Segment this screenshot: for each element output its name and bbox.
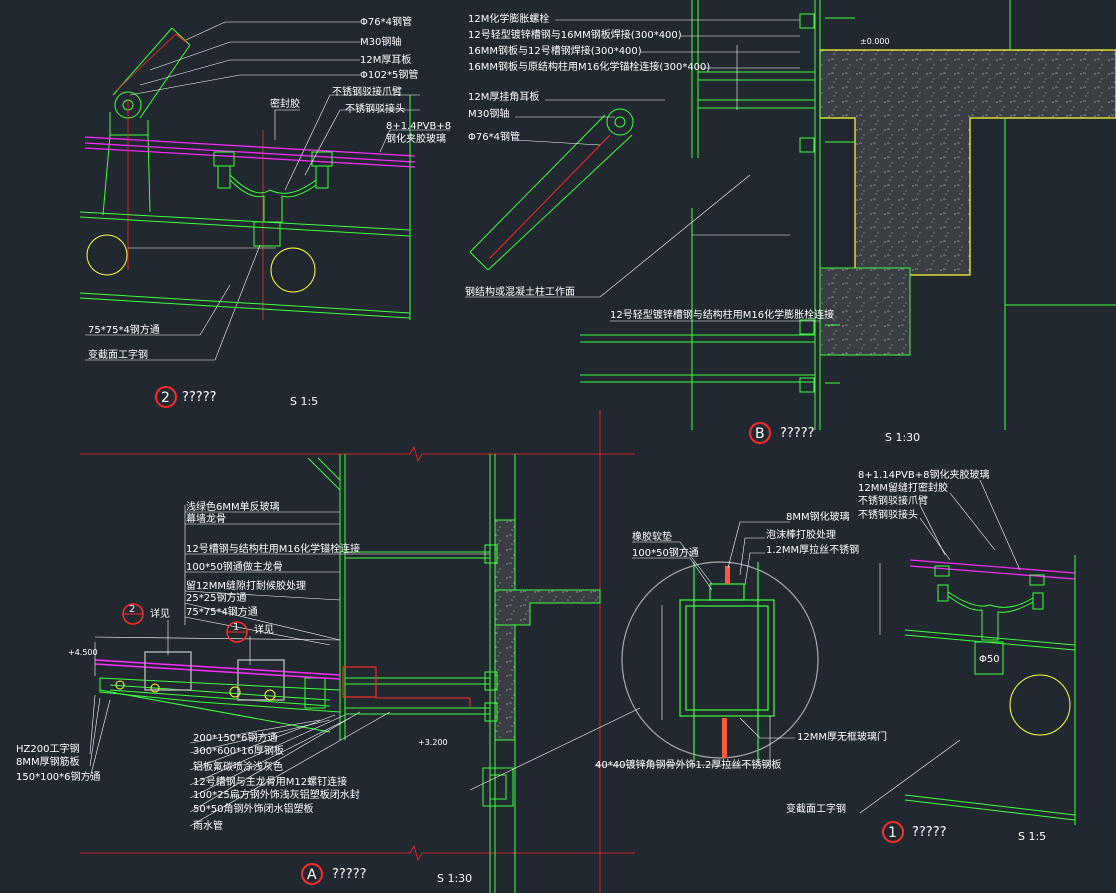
da-callout-2-note: 详见	[150, 607, 170, 620]
da-level-bottom: +3.200	[418, 738, 448, 747]
db-label-2: 16MM钢板与12号槽钢焊接(300*400)	[468, 44, 642, 57]
da-label-14: 100*25扁方钢外饰浅灰铝塑板闭水封	[193, 788, 360, 801]
dc-label-1: 100*50钢方通	[632, 546, 699, 559]
d2-scale: S 1:5	[290, 395, 318, 408]
d2-label-9: 75*75*4钢方通	[88, 323, 160, 336]
d1-bolt: Φ50	[979, 654, 1000, 665]
da-callout-1: 1	[233, 622, 239, 633]
d2-label-10: 变截面工字钢	[88, 348, 148, 361]
d1-label-0: 8+1.14PVB+8钢化夹胶玻璃	[858, 468, 989, 481]
da-label-9: 150*100*6钢方通	[16, 770, 101, 783]
d1-marker: 1	[888, 825, 897, 841]
db-label-5: M30钢轴	[468, 107, 509, 120]
db-label-0: 12M化学膨胀螺栓	[468, 12, 549, 25]
da-label-0: 浅绿色6MM单反玻璃	[186, 500, 280, 513]
d2-label-3: Φ102*5钢管	[360, 68, 418, 81]
detail-2: Φ76*4钢管 M30钢轴 12M厚耳板 Φ102*5钢管 密封胶 不锈钢驳接爪…	[79, 15, 451, 408]
db-label-3: 16MM钢板与原结构柱用M16化学锚栓连接(300*400)	[468, 60, 710, 73]
da-callout-2: 2	[129, 604, 135, 615]
detail-a: 浅绿色6MM单反玻璃 幕墙龙骨 12号槽钢与结构柱用M16化学锚栓连接 100*…	[16, 410, 663, 893]
d1-label-2: 不锈钢驳接爪臂	[858, 494, 928, 507]
dc-label-6: 40*40镀锌角钢骨外饰1.2厚拉丝不锈钢板	[595, 758, 781, 771]
da-scale: S 1:30	[437, 872, 472, 885]
da-label-1: 幕墙龙骨	[186, 512, 226, 525]
d2-title: ?????	[182, 390, 217, 405]
d2-label-1: M30钢轴	[360, 35, 401, 48]
d2-label-2: 12M厚耳板	[360, 53, 411, 66]
da-level-left: +4.500	[68, 648, 98, 657]
detail-b: 12M化学膨胀螺栓 12号轻型镀锌槽钢与16MM钢板焊接(300*400) 16…	[465, 0, 1116, 444]
d1-label-3: 不锈钢驳接头	[858, 508, 918, 521]
da-label-16: 雨水管	[193, 819, 223, 832]
d2-label-0: Φ76*4钢管	[360, 15, 412, 28]
d1-label-4: 变截面工字钢	[786, 802, 846, 815]
da-label-13: 12号槽钢与主龙骨用M12螺钉连接	[193, 775, 347, 788]
da-label-7: HZ200工字钢	[16, 742, 79, 755]
da-label-12: 铝板氟碳喷涂浅灰色	[193, 760, 283, 773]
d2-label-6: 不锈钢驳接头	[345, 102, 405, 115]
da-title: ?????	[332, 867, 367, 882]
da-label-5: 25*25钢方通	[186, 591, 246, 604]
d2-marker: 2	[161, 390, 170, 406]
dc-label-3: 泡沫棒打胶处理	[766, 528, 836, 541]
da-label-15: 50*50角钢外饰闭水铝塑板	[193, 802, 313, 815]
d1-label-1: 12MM留缝打密封胶	[858, 481, 948, 494]
da-label-4: 留12MM缝隙打耐候胶处理	[186, 579, 306, 592]
dc-label-0: 橡胶软垫	[632, 530, 672, 543]
db-level: ±0.000	[860, 37, 890, 46]
da-label-11: 300*600*16厚钢板	[193, 744, 284, 757]
db-marker: B	[755, 426, 765, 442]
d2-label-4: 密封胶	[270, 97, 300, 110]
dc-label-2: 8MM钢化玻璃	[786, 510, 850, 523]
d1-scale: S 1:5	[1018, 830, 1046, 843]
db-label-8: 12号轻型镀锌槽钢与结构柱用M16化学膨胀栓连接	[610, 308, 834, 321]
dc-label-4: 1.2MM厚拉丝不锈钢	[766, 543, 859, 556]
db-label-1: 12号轻型镀锌槽钢与16MM钢板焊接(300*400)	[468, 28, 682, 41]
detail-circle: 橡胶软垫 100*50钢方通 8MM钢化玻璃 泡沫棒打胶处理 1.2MM厚拉丝不…	[469, 510, 887, 791]
detail-1: 8+1.14PVB+8钢化夹胶玻璃 12MM留缝打密封胶 不锈钢驳接爪臂 不锈钢…	[786, 468, 1076, 843]
db-label-6: Φ76*4钢管	[468, 130, 520, 143]
da-callout-1-note: 详见	[254, 623, 274, 636]
db-label-4: 12M厚挂角耳板	[468, 90, 539, 103]
d2-label-8: 钢化夹胶玻璃	[386, 132, 446, 145]
db-title: ?????	[780, 426, 815, 441]
d2-label-7: 8+1.4PVB+8	[386, 121, 451, 132]
da-label-6: 75*75*4钢方通	[186, 605, 258, 618]
d2-label-5: 不锈钢驳接爪臂	[332, 85, 402, 98]
da-label-2: 12号槽钢与结构柱用M16化学锚栓连接	[186, 542, 360, 555]
d1-title: ?????	[912, 825, 947, 840]
db-scale: S 1:30	[885, 431, 920, 444]
da-marker: A	[307, 867, 317, 883]
da-label-10: 200*150*6钢方通	[193, 731, 278, 744]
dc-label-5: 12MM厚无框玻璃门	[797, 730, 887, 743]
da-label-8: 8MM厚钢筋板	[16, 755, 80, 768]
db-label-7: 钢结构或混凝土柱工作面	[465, 285, 575, 298]
da-label-3: 100*50钢通做主龙骨	[186, 560, 283, 573]
